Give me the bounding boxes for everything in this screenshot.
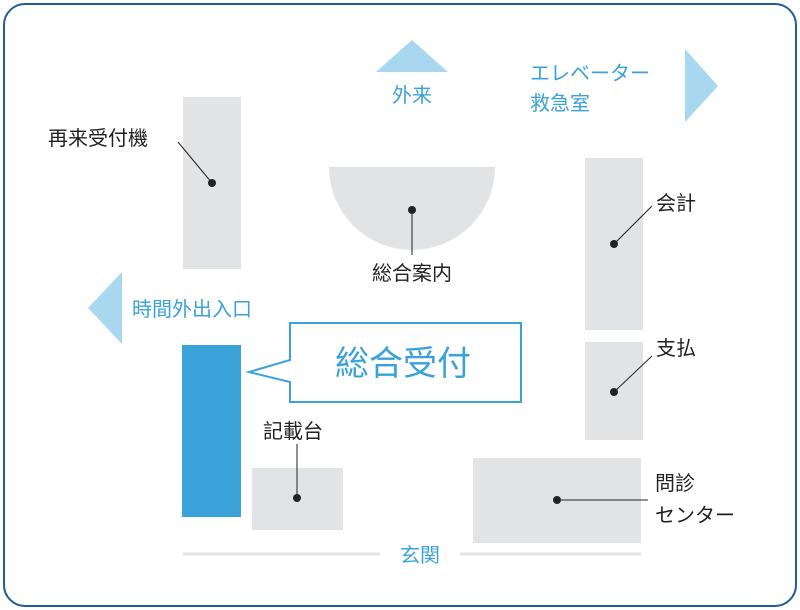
point-dot [208, 179, 216, 187]
entrance-label: 玄関 [400, 543, 440, 567]
point-dot [293, 494, 301, 502]
point-dot [610, 388, 618, 396]
general-info-label: 総合案内 [372, 261, 452, 285]
elevator-label: エレベーター [530, 61, 650, 85]
accounting-label: 会計 [656, 191, 696, 215]
revisit-machine-label: 再来受付機 [48, 126, 148, 150]
point-dot [610, 240, 618, 248]
arrow-right-icon [685, 49, 718, 122]
general-reception-label: 総合受付 [335, 344, 471, 384]
payment-label: 支払 [656, 336, 696, 360]
er-label: 救急室 [530, 91, 590, 115]
writing-desk-label: 記載台 [263, 419, 323, 443]
consultation-label-line2: センター [655, 503, 735, 527]
leader-line [177, 141, 213, 184]
leader-line [613, 205, 653, 245]
map-frame [3, 3, 797, 607]
general-reception-block [182, 345, 241, 517]
point-dot [553, 496, 561, 504]
arrow-up-icon [376, 40, 448, 72]
after-hours-exit-label: 時間外出入口 [132, 297, 252, 321]
outpatient-label: 外来 [392, 83, 432, 107]
consultation-label-line1: 問診 [655, 471, 695, 495]
point-dot [408, 206, 416, 214]
arrow-left-icon [88, 272, 122, 344]
reception-callout [245, 322, 522, 403]
leader-line [613, 355, 653, 393]
